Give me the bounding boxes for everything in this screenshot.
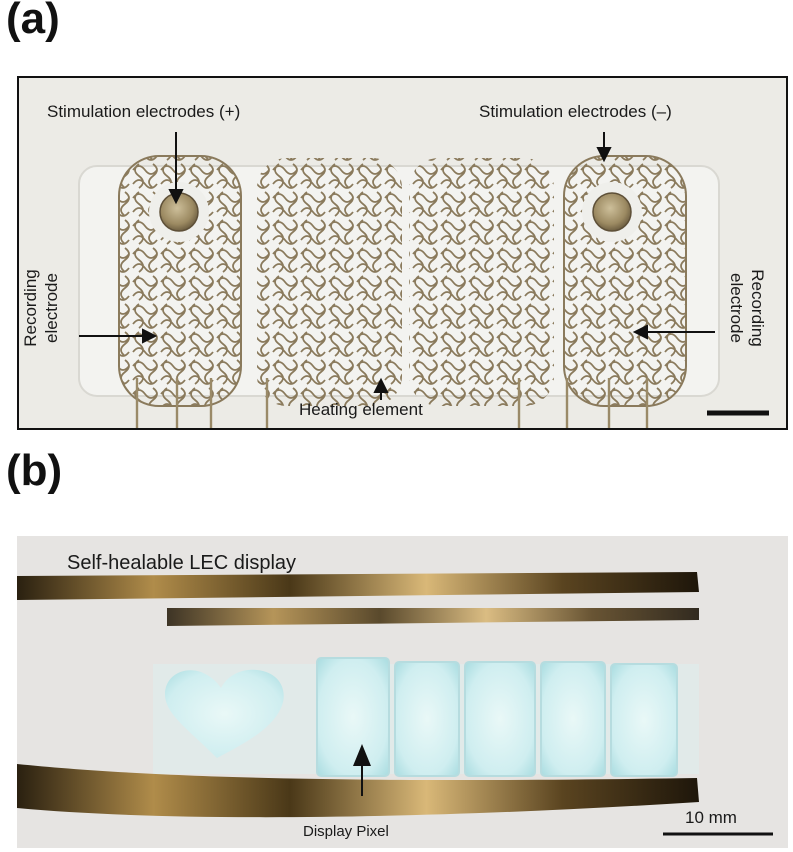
- top-electrode-foil: [17, 572, 699, 600]
- serpentine-tile-1: [118, 155, 242, 407]
- label-stimulation-negative: Stimulation electrodes (–): [479, 102, 672, 121]
- label-heating-element: Heating element: [299, 400, 423, 419]
- lec-display-graphic: [17, 536, 788, 848]
- label-scale-10mm: 10 mm: [685, 808, 737, 827]
- heart-pixel: [165, 669, 284, 758]
- panel-b-photo: Self-healable LEC display Display Pixel …: [17, 536, 788, 848]
- stimulation-pad-positive: [159, 192, 199, 232]
- electrode-array-graphic: [19, 78, 786, 428]
- label-recording-electrode-left: Recording electrode: [21, 269, 61, 347]
- stimulation-pad-negative: [592, 192, 632, 232]
- serpentine-tile-2: [257, 158, 402, 406]
- label-stimulation-positive: Stimulation electrodes (+): [47, 102, 241, 121]
- panel-a-photo: Stimulation electrodes (+) Stimulation e…: [17, 76, 788, 430]
- panel-a-letter: (a): [6, 0, 60, 43]
- bottom-electrode-foil: [17, 764, 699, 818]
- display-pixels: [316, 657, 678, 777]
- panel-b-letter: (b): [6, 446, 63, 495]
- label-recording-electrode-right: Recording electrode: [727, 269, 767, 347]
- label-lec-display: Self-healable LEC display: [67, 552, 297, 574]
- serpentine-tile-3: [409, 158, 554, 406]
- lead-wires: [135, 378, 649, 428]
- label-display-pixel: Display Pixel: [303, 823, 389, 840]
